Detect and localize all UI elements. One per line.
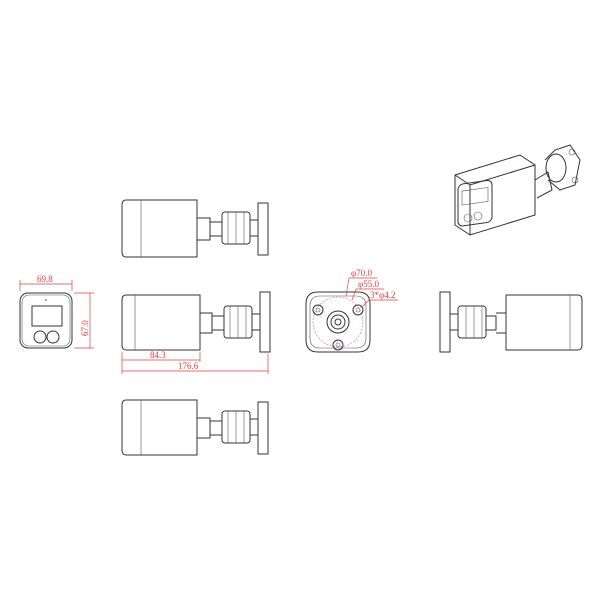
top-view xyxy=(121,199,269,258)
side-view: 84.3 176.6 xyxy=(121,291,271,374)
mount-hole-circle-label: φ55.0 xyxy=(358,279,379,289)
front-width-label: 69.8 xyxy=(37,274,53,284)
front-view: 69.8 67.0 xyxy=(19,274,94,349)
perspective-view xyxy=(454,144,581,236)
mirrored-side-view xyxy=(439,291,583,353)
total-length-label: 176.6 xyxy=(178,361,199,371)
bottom-view xyxy=(121,399,269,456)
mount-outer-diameter-label: φ70.0 xyxy=(351,268,372,278)
front-height-label: 67.0 xyxy=(80,320,90,336)
mount-base-view: φ70.0 φ55.0 3*φ4.2 xyxy=(305,268,398,353)
mount-holes-label: 3*φ4.2 xyxy=(370,290,395,300)
body-length-label: 84.3 xyxy=(150,350,166,360)
